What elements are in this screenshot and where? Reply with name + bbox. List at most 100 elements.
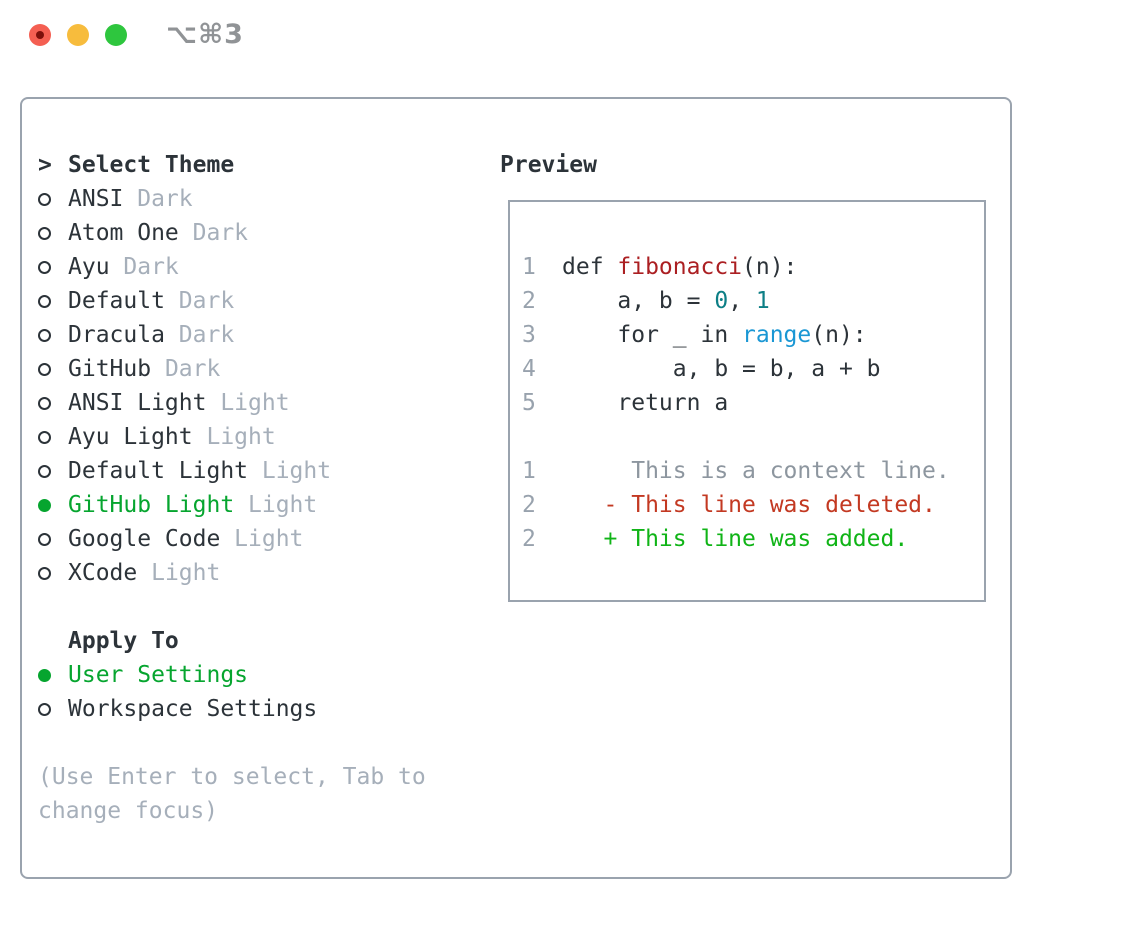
select-theme-title: Select Theme — [68, 152, 235, 178]
theme-name: Ayu Light — [68, 424, 193, 450]
theme-variant-tag: Dark — [164, 356, 221, 382]
theme-option-ayu[interactable]: Ayu Dark — [38, 250, 426, 284]
zoom-button[interactable] — [105, 24, 127, 46]
code-segment-added: + This line was added. — [562, 526, 909, 552]
theme-variant-tag: Light — [220, 390, 290, 416]
radio-selected-icon — [38, 668, 51, 682]
theme-name: Dracula — [68, 322, 165, 348]
theme-variant-tag: Light — [206, 424, 276, 450]
line-number: 5 — [522, 390, 536, 416]
radio-icon — [38, 192, 51, 206]
code-segment-function: fibonacci — [617, 254, 743, 280]
theme-variant-tag: Light — [151, 560, 221, 586]
radio-slot — [38, 396, 68, 410]
line-number: 1 — [522, 254, 536, 280]
radio-slot — [38, 226, 68, 240]
radio-icon — [38, 532, 51, 546]
theme-name: Ayu — [68, 254, 110, 280]
theme-name: Atom One — [68, 220, 179, 246]
window-titlebar: ⌥⌘3 — [0, 0, 1140, 72]
help-line: (Use Enter to select, Tab to — [38, 764, 426, 790]
theme-option-ansi-light[interactable]: ANSI Light Light — [38, 386, 426, 420]
preview-line: 2 - This line was deleted. — [522, 488, 984, 522]
code-segment-code: for _ in — [562, 322, 743, 348]
spacer-row — [38, 726, 426, 760]
code-segment-code: def — [562, 254, 618, 280]
code-segment-context: This is a context line. — [562, 458, 950, 484]
apply-option-label: User Settings — [68, 662, 249, 688]
line-number: 2 — [522, 526, 536, 552]
line-number: 4 — [522, 356, 536, 382]
theme-name: ANSI Light — [68, 390, 207, 416]
line-number: 2 — [522, 288, 536, 314]
radio-slot — [38, 498, 68, 512]
radio-slot — [38, 192, 68, 206]
apply-to-header-row: Apply To — [38, 624, 426, 658]
code-segment-code: a, b = b, a + b — [562, 356, 881, 382]
minimize-button[interactable] — [67, 24, 89, 46]
preview-line: 3 for _ in range(n): — [522, 318, 984, 352]
apply-option-user-settings[interactable]: User Settings — [38, 658, 426, 692]
radio-slot — [38, 566, 68, 580]
theme-variant-tag: Dark — [192, 220, 249, 246]
theme-option-ayu-light[interactable]: Ayu Light Light — [38, 420, 426, 454]
radio-icon — [38, 226, 51, 240]
radio-slot — [38, 532, 68, 546]
radio-icon — [38, 294, 51, 308]
prompt-caret-icon: > — [38, 152, 52, 178]
radio-slot — [38, 430, 68, 444]
apply-option-label: Workspace Settings — [68, 696, 318, 722]
radio-slot — [38, 328, 68, 342]
code-segment-code: , — [728, 288, 756, 314]
theme-variant-tag: Dark — [123, 254, 179, 280]
code-segment-deleted: - This line was deleted. — [562, 492, 936, 518]
apply-option-workspace-settings[interactable]: Workspace Settings — [38, 692, 426, 726]
theme-name: XCode — [68, 560, 138, 586]
theme-option-default[interactable]: Default Dark — [38, 284, 426, 318]
code-segment-builtin: range — [742, 322, 812, 348]
line-number: 3 — [522, 322, 536, 348]
preview-header-row: Preview — [500, 148, 986, 182]
radio-icon — [38, 464, 51, 478]
code-segment-code: (n): — [811, 322, 867, 348]
theme-variant-tag: Light — [261, 458, 332, 484]
help-line: change focus) — [38, 798, 219, 824]
radio-slot — [38, 362, 68, 376]
theme-name: Google Code — [68, 526, 221, 552]
close-button[interactable] — [29, 24, 51, 46]
spacer-row — [38, 590, 426, 624]
theme-variant-tag: Light — [248, 492, 318, 518]
window-title: ⌥⌘3 — [166, 19, 244, 50]
theme-name: GitHub — [68, 356, 152, 382]
theme-option-xcode[interactable]: XCode Light — [38, 556, 426, 590]
code-segment-code: a, b = — [562, 288, 715, 314]
theme-variant-tag: Dark — [137, 186, 193, 212]
theme-option-atom-one[interactable]: Atom One Dark — [38, 216, 426, 250]
theme-name: Default — [68, 288, 165, 314]
preview-line: 1 This is a context line. — [522, 454, 984, 488]
theme-variant-tag: Dark — [178, 288, 235, 314]
preview-line: 4 a, b = b, a + b — [522, 352, 984, 386]
code-segment-number: 1 — [755, 288, 770, 314]
record-dot-icon — [36, 31, 44, 39]
preview-line: 2 + This line was added. — [522, 522, 984, 556]
theme-option-github[interactable]: GitHub Dark — [38, 352, 426, 386]
preview-blank-line — [522, 420, 984, 454]
line-number: 1 — [522, 458, 536, 484]
radio-slot — [38, 294, 68, 308]
preview-line: 5 return a — [522, 386, 984, 420]
line-number: 2 — [522, 492, 536, 518]
radio-icon — [38, 566, 51, 580]
help-text: (Use Enter to select, Tab to change focus… — [38, 760, 426, 828]
